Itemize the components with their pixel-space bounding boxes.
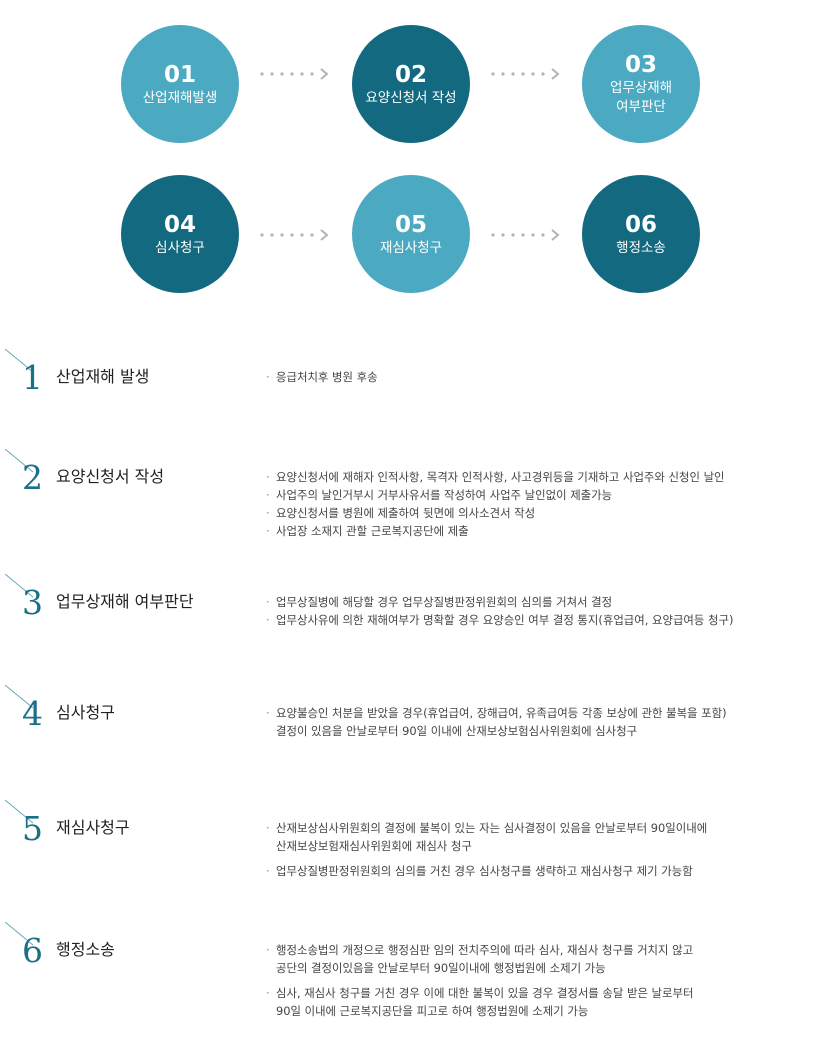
diagonal-line-icon bbox=[5, 349, 34, 373]
step-number: 4 bbox=[22, 694, 43, 733]
flow-step-label: 심사청구 bbox=[155, 239, 205, 256]
step-bullets: 요양불승인 처분을 받았을 경우(휴업급여, 장해급여, 유족급여등 각종 보상… bbox=[265, 704, 821, 740]
flow-step-label: 요양신청서 작성 bbox=[365, 89, 457, 106]
bullet-item: 업무상질병에 해당할 경우 업무상질병판정위원회의 심의를 거쳐서 결정 bbox=[265, 593, 821, 611]
diagonal-line-icon bbox=[5, 574, 34, 598]
step-number: 3 bbox=[22, 583, 43, 622]
diagonal-line-icon bbox=[5, 800, 34, 824]
flow-step-number: 02 bbox=[394, 61, 427, 88]
bullet-item: 요양신청서를 병원에 제출하여 뒷면에 의사소견서 작성 bbox=[265, 504, 821, 522]
bullet-item: 요양신청서에 재해자 인적사항, 목격자 인적사항, 사고경위등을 기재하고 사… bbox=[265, 468, 821, 486]
bullet-item: 사업주의 날인거부시 거부사유서를 작성하여 사업주 날인없이 제출가능 bbox=[265, 486, 821, 504]
bullet-item: 산재보상심사위원회의 결정에 불복이 있는 자는 심사결정이 있음을 안날로부터… bbox=[265, 819, 821, 855]
flow-step-label: 업무상재해 여부판단 bbox=[609, 80, 673, 115]
step-number: 1 bbox=[22, 358, 43, 397]
flow-step-label: 재심사청구 bbox=[379, 239, 443, 256]
flow-step-number: 01 bbox=[163, 61, 196, 88]
diagonal-line-icon bbox=[5, 922, 34, 946]
bullet-item: 응급처치후 병원 후송 bbox=[265, 368, 821, 386]
step-bullets: 산재보상심사위원회의 결정에 불복이 있는 자는 심사결정이 있음을 안날로부터… bbox=[265, 819, 821, 880]
bullet-item: 행정소송법의 개정으로 행정심판 임의 전치주의에 따라 심사, 재심사 청구를… bbox=[265, 941, 821, 977]
step-title: 심사청구 bbox=[56, 703, 115, 722]
flow-step-number: 05 bbox=[394, 211, 427, 238]
diagonal-line-icon bbox=[5, 449, 34, 473]
step-title: 업무상재해 여부판단 bbox=[56, 592, 194, 611]
dotted-arrow-icon bbox=[260, 229, 329, 241]
step-number: 5 bbox=[22, 809, 43, 848]
flow-step-label: 행정소송 bbox=[616, 239, 666, 256]
bullet-item: 사업장 소재지 관할 근로복지공단에 제출 bbox=[265, 522, 821, 540]
step-title: 요양신청서 작성 bbox=[56, 467, 165, 486]
flow-step-number: 03 bbox=[624, 52, 657, 78]
step-number: 2 bbox=[22, 458, 43, 497]
step-title: 산업재해 발생 bbox=[56, 367, 150, 386]
flow-step-number: 06 bbox=[624, 211, 657, 238]
flow-step-label: 산업재해발생 bbox=[142, 89, 218, 106]
step-bullets: 업무상질병에 해당할 경우 업무상질병판정위원회의 심의를 거쳐서 결정 업무상… bbox=[265, 593, 821, 629]
diagonal-line-icon bbox=[5, 685, 34, 709]
step-title: 재심사청구 bbox=[56, 818, 130, 837]
dotted-arrow-icon bbox=[260, 68, 329, 80]
step-bullets: 행정소송법의 개정으로 행정심판 임의 전치주의에 따라 심사, 재심사 청구를… bbox=[265, 941, 821, 1020]
flow-step-2: 02 요양신청서 작성 bbox=[352, 25, 470, 143]
flow-step-4: 04 심사청구 bbox=[121, 175, 239, 293]
dotted-arrow-icon bbox=[491, 68, 560, 80]
flow-step-5: 05 재심사청구 bbox=[352, 175, 470, 293]
flow-step-6: 06 행정소송 bbox=[582, 175, 700, 293]
bullet-item: 심사, 재심사 청구를 거친 경우 이에 대한 불복이 있을 경우 결정서를 송… bbox=[265, 984, 821, 1020]
step-number: 6 bbox=[22, 931, 43, 970]
flow-step-number: 04 bbox=[163, 211, 196, 238]
bullet-item: 업무상질병판정위원회의 심의를 거친 경우 심사청구를 생략하고 재심사청구 제… bbox=[265, 862, 821, 880]
flow-step-3: 03 업무상재해 여부판단 bbox=[582, 25, 700, 143]
bullet-item: 요양불승인 처분을 받았을 경우(휴업급여, 장해급여, 유족급여등 각종 보상… bbox=[265, 704, 821, 740]
flow-step-1: 01 산업재해발생 bbox=[121, 25, 239, 143]
step-bullets: 응급처치후 병원 후송 bbox=[265, 368, 821, 386]
bullet-item: 업무상사유에 의한 재해여부가 명확할 경우 요양승인 여부 결정 통지(휴업급… bbox=[265, 611, 821, 629]
step-bullets: 요양신청서에 재해자 인적사항, 목격자 인적사항, 사고경위등을 기재하고 사… bbox=[265, 468, 821, 540]
step-title: 행정소송 bbox=[56, 940, 115, 959]
dotted-arrow-icon bbox=[491, 229, 560, 241]
